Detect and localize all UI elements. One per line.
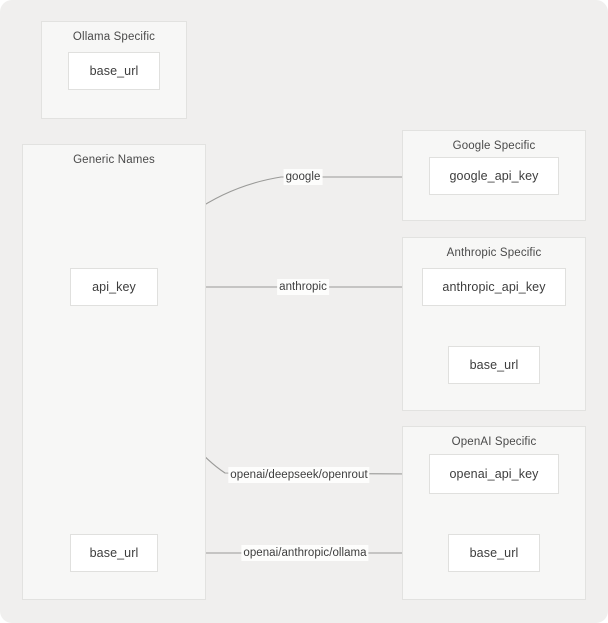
node-anthropic-api-key[interactable]: anthropic_api_key <box>422 268 566 306</box>
cluster-title-openai-specific: OpenAI Specific <box>451 436 537 448</box>
edge-label-api-key-to-anthropic: anthropic <box>277 279 329 295</box>
edge-label-base-url-to-openai-base-url: openai/anthropic/ollama <box>241 545 369 561</box>
cluster-anthropic-specific: Anthropic Specific <box>402 237 586 411</box>
node-openai-base-url[interactable]: base_url <box>448 534 540 572</box>
cluster-title-anthropic-specific: Anthropic Specific <box>446 247 542 259</box>
cluster-title-generic-names: Generic Names <box>73 154 155 166</box>
node-generic-api-key[interactable]: api_key <box>70 268 158 306</box>
node-google-api-key[interactable]: google_api_key <box>429 157 559 195</box>
node-openai-api-key[interactable]: openai_api_key <box>429 454 559 494</box>
node-generic-base-url[interactable]: base_url <box>70 534 158 572</box>
cluster-title-google-specific: Google Specific <box>452 140 536 152</box>
cluster-openai-specific: OpenAI Specific <box>402 426 586 600</box>
node-ollama-base-url[interactable]: base_url <box>68 52 160 90</box>
edge-label-api-key-to-google: google <box>283 169 323 185</box>
cluster-generic-names: Generic Names <box>22 144 206 600</box>
node-anthropic-base-url[interactable]: base_url <box>448 346 540 384</box>
edge-label-api-key-to-openai: openai/deepseek/openrout <box>228 467 370 483</box>
cluster-title-ollama-specific: Ollama Specific <box>72 31 156 43</box>
